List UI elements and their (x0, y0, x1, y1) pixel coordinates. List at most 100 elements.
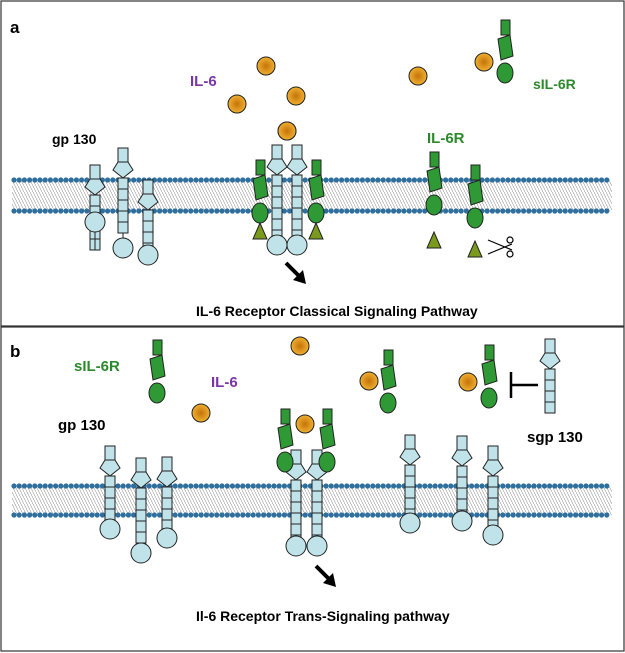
lipid-head (588, 512, 594, 518)
lipid-head (474, 483, 480, 489)
il6r-anchor (426, 230, 442, 249)
lipid-head (344, 483, 350, 489)
lipid-head (365, 208, 371, 214)
lipid-head (588, 177, 594, 183)
lipid-head (37, 208, 43, 214)
lipid-head (552, 177, 558, 183)
lipid-head (510, 512, 516, 518)
lipid-head (177, 512, 183, 518)
lipid-head (515, 177, 522, 183)
lipid-head (427, 512, 433, 518)
lipid-head (344, 177, 350, 183)
lipid-head (240, 208, 246, 214)
lipid-head (99, 208, 105, 214)
gp130-domain (290, 490, 302, 503)
lipid-head (573, 483, 579, 489)
panel-b-letter: b (10, 342, 20, 361)
lipid-head (42, 483, 48, 489)
gp130-receptor (156, 456, 178, 549)
lipid-head (73, 208, 79, 214)
lipid-head (27, 208, 33, 214)
sil6r-label-b: sIL-6R (74, 358, 120, 375)
lipid-head (27, 483, 33, 489)
lipid-head (599, 483, 605, 489)
lipid-head (209, 483, 215, 489)
lipid-head (370, 512, 376, 518)
gp130-label-a: gp 130 (52, 131, 97, 147)
lipid-head (276, 483, 282, 489)
lipid-head (547, 208, 553, 214)
lipid-head (58, 483, 64, 489)
lipid-head (89, 483, 95, 489)
gp130-domain (271, 196, 283, 209)
lipid-head (302, 483, 308, 489)
il6-label-a: IL-6 (190, 73, 217, 90)
lipid-head (583, 483, 589, 489)
gp130-domain (104, 445, 116, 461)
lipid-head (552, 208, 558, 214)
lipid-head (484, 177, 490, 183)
lipid-head (120, 512, 126, 518)
lipid-head (406, 177, 412, 183)
gp130-domain (104, 486, 116, 499)
lipid-head (443, 483, 449, 489)
lipid-head (131, 177, 137, 183)
lipid-head (157, 483, 163, 489)
gp130-domain (161, 456, 173, 472)
il6r-receptor (466, 164, 484, 258)
gp130-domain (104, 497, 116, 510)
lipid-head (505, 177, 511, 183)
lipid-head (453, 177, 459, 183)
lipid-head (120, 483, 126, 489)
lipid-head (391, 208, 397, 214)
lipid-head (505, 208, 511, 214)
lipid-head (417, 512, 423, 518)
lipid-head (229, 483, 235, 489)
gp130-receptor (137, 179, 159, 266)
sgp130-domain (544, 379, 556, 392)
lipid-head (21, 208, 27, 214)
lipid-head (562, 512, 568, 518)
lipid-head (422, 512, 428, 518)
lipid-head (27, 512, 33, 518)
lipid-head (21, 483, 27, 489)
lipid-head (16, 177, 22, 183)
lipid-head (604, 208, 610, 214)
il6r-domain (380, 364, 397, 391)
gp130-receptor (84, 164, 106, 251)
lipid-head (188, 208, 194, 214)
lipid-head (125, 483, 131, 489)
lipid-head (21, 512, 27, 518)
lipid-head (193, 208, 199, 214)
il6r-domain (280, 408, 291, 425)
lipid-head (359, 483, 365, 489)
lipid-head (68, 177, 74, 183)
il6r-domain (311, 159, 322, 176)
gp130-domain (404, 464, 416, 477)
lipid-head (541, 208, 548, 214)
lipid-head (375, 177, 381, 183)
gp130-cytoplasmic-domain (306, 535, 328, 557)
lipid-head (224, 512, 230, 518)
gp130-cytoplasmic-domain (112, 237, 134, 259)
lipid-head (515, 208, 522, 214)
lipid-head (99, 512, 105, 518)
gp130-domain (99, 459, 121, 477)
il6r-domain (480, 387, 498, 409)
gp130-domain (84, 178, 106, 196)
lipid-head (219, 177, 225, 183)
gp130-domain (290, 523, 302, 536)
lipid-head (188, 177, 194, 183)
lipid-head (235, 177, 241, 183)
il6-ligand (191, 403, 211, 423)
gp130-domain (291, 174, 303, 187)
lipid-head (219, 483, 225, 489)
lipid-head (32, 512, 38, 518)
lipid-head (375, 483, 381, 489)
lipid-head (177, 208, 183, 214)
gp130-cytoplasmic-domain (84, 211, 106, 233)
lipid-head (536, 483, 542, 489)
gp130-domain (456, 435, 468, 451)
lipid-head (396, 483, 402, 489)
gp130-cytoplasmic-domain (285, 535, 307, 557)
